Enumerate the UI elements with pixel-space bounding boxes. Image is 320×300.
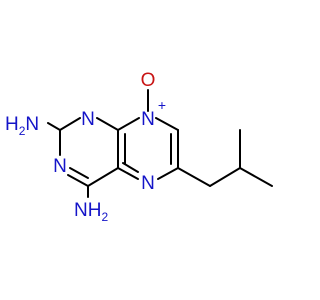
bond-c8a-n8 [117, 117, 140, 131]
atom-labels: N N N N + O H2N NH2 [5, 70, 166, 224]
bond-c6-n5 [157, 167, 179, 180]
amine-2-h: H [5, 114, 19, 135]
atom-oxide: O [141, 70, 156, 91]
bond-ch2-ch [209, 167, 241, 187]
amine-4-subscript: 2 [101, 210, 108, 224]
amine-2-label: H2N [5, 114, 39, 138]
bond-ch-ch3b [239, 167, 273, 187]
amine-2-subscript: 2 [19, 124, 26, 138]
molecule-diagram: N N N N + O H2N NH2 [5, 70, 273, 224]
bond-c4-c4a [87, 167, 119, 187]
amine-4-nh: NH [74, 200, 101, 221]
structure-canvas: N N N N + O H2N NH2 [5, 70, 273, 224]
amine-4-label: NH2 [74, 200, 108, 224]
bond-n1-c2 [59, 117, 81, 131]
bond-c2-h2n [47, 122, 61, 131]
atom-n1: N [81, 109, 95, 130]
bond-n5-c4a-double [122, 162, 139, 173]
atom-n5: N [141, 173, 155, 194]
bond-n3-c4 [67, 174, 89, 187]
amine-2-n: N [25, 114, 39, 135]
bond-c8a-n1 [96, 117, 119, 131]
bond-n8-c7 [155, 117, 179, 131]
bond-c6-ch2 [177, 167, 211, 187]
atom-n8: N [141, 109, 155, 130]
bonds [47, 89, 273, 198]
atom-n8-charge: + [158, 97, 166, 113]
atom-n3: N [53, 156, 67, 177]
bond-n3-c4-double [69, 167, 89, 179]
bond-n5-c4a [117, 167, 139, 180]
